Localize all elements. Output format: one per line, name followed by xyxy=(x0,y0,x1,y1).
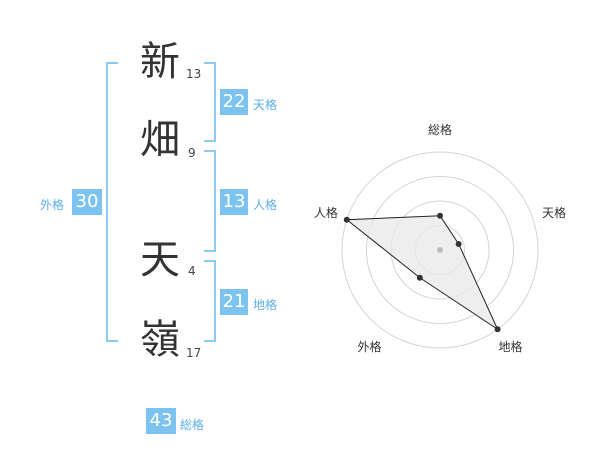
jinkaku-label: 人格 xyxy=(253,198,278,212)
chikaku-label: 地格 xyxy=(253,298,278,312)
radar-point xyxy=(494,326,501,333)
radar-axis-label: 人格 xyxy=(314,205,338,220)
radar-axis-label: 外格 xyxy=(357,339,381,354)
radar-axis-label: 天格 xyxy=(542,205,566,220)
name-char-2: 畑 xyxy=(140,117,180,163)
chikaku-value: 21 xyxy=(220,289,248,315)
jinkaku-bracket xyxy=(204,150,216,252)
gaikaku-label: 外格 xyxy=(40,198,65,212)
radar-area xyxy=(345,215,499,331)
stroke-count-3: 4 xyxy=(188,264,196,278)
radar-point xyxy=(416,274,423,281)
stroke-count-4: 17 xyxy=(186,346,202,360)
radar-ring xyxy=(341,151,539,349)
tenkaku-value: 22 xyxy=(220,89,248,115)
stroke-count-1: 13 xyxy=(186,67,202,81)
radar-ring xyxy=(366,176,514,324)
radar-point xyxy=(455,240,462,247)
radar-axis-label: 地格 xyxy=(499,339,523,354)
soukaku-label: 総格 xyxy=(180,418,205,432)
soukaku-value: 43 xyxy=(146,408,176,434)
radar-point xyxy=(437,212,443,219)
radar-points xyxy=(343,212,501,333)
gaikaku-value: 30 xyxy=(72,189,102,215)
name-char-4: 嶺 xyxy=(140,317,180,363)
stroke-count-2: 9 xyxy=(188,146,196,160)
radar-point xyxy=(343,216,350,223)
name-char-1: 新 xyxy=(140,39,180,85)
radar-axis-label: 総格 xyxy=(428,122,452,137)
gaikaku-bracket xyxy=(106,62,118,342)
radar-center-dot xyxy=(437,247,443,253)
chikaku-bracket xyxy=(204,260,216,342)
tenkaku-label: 天格 xyxy=(253,98,278,112)
name-char-3: 天 xyxy=(140,237,180,283)
jinkaku-value: 13 xyxy=(220,189,248,215)
tenkaku-bracket xyxy=(204,62,216,142)
